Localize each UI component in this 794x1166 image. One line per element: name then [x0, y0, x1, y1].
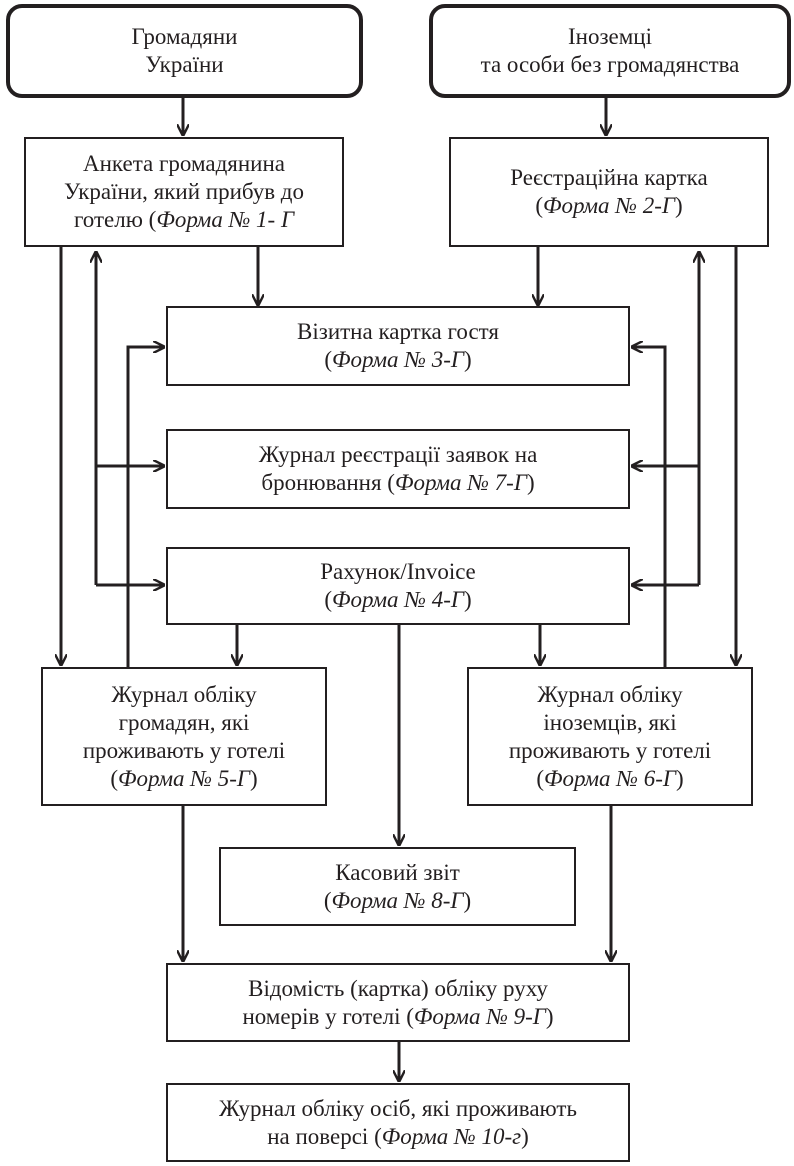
form7-form-number: Форма № 7-Г: [394, 470, 527, 495]
form8-box: Касовий звіт (Форма № 8-Г): [219, 847, 576, 926]
foreigners-line2: та особи без громадянства: [480, 52, 740, 77]
form6-line2: іноземців, які: [543, 709, 677, 735]
form7-line2: бронювання (Форма № 7-Г): [261, 469, 534, 497]
form2-box: Реєстраційна картка (Форма № 2-Г): [449, 137, 769, 247]
form8-close-paren: ): [463, 887, 472, 913]
form1-box: Анкета громадянина України, який прибув …: [24, 137, 344, 247]
form1-line3-text: готелю (: [73, 207, 157, 232]
form9-box: Відомість (картка) обліку руху номерів у…: [166, 963, 630, 1042]
form7-close-paren: ): [526, 470, 535, 495]
form7-box: Журнал реєстрації заявок на бронювання (…: [166, 429, 630, 509]
citizens-line1: Громадяни: [131, 24, 238, 49]
form6-line1: Журнал обліку: [537, 681, 683, 707]
form6-close-paren: ): [675, 765, 684, 791]
form3-box: Візитна картка гостя (Форма № 3-Г): [166, 306, 630, 386]
form6-form-number: Форма № 6-Г: [544, 765, 676, 791]
form6-line4: (Форма № 6-Г): [536, 765, 683, 793]
form4-form-number: Форма № 4-Г: [332, 587, 464, 612]
form5-form-number: Форма № 5-Г: [118, 765, 250, 791]
form6-line3: проживають у готелі: [508, 737, 712, 763]
form2-line2: (Форма № 2-Г): [535, 192, 682, 220]
foreigners-box: Іноземці та особи без громадянства: [429, 4, 791, 98]
form8-open-paren: (: [323, 887, 332, 913]
form3-line2: (Форма № 3-Г): [324, 346, 471, 374]
form9-line1: Відомість (картка) обліку руху: [248, 975, 548, 1001]
form9-line2: номерів у готелі (Форма № 9-Г): [242, 1003, 553, 1031]
form1-line3: готелю (Форма № 1- Г: [74, 206, 294, 234]
foreigners-line1: Іноземці: [567, 24, 652, 49]
form1-line1: Анкета громадянина: [82, 151, 286, 176]
form4-open-paren: (: [324, 587, 333, 612]
form5-open-paren: (: [110, 765, 119, 791]
arrow-form5-to-form3: [126, 347, 164, 668]
form2-form-number: Форма № 2-Г: [543, 193, 675, 218]
form9-close-paren: ): [545, 1003, 554, 1029]
form1-line2: України, який прибув до: [63, 179, 305, 204]
form5-line4: (Форма № 5-Г): [110, 765, 257, 793]
form4-box: Рахунок/Invoice (Форма № 4-Г): [166, 547, 630, 625]
form1-form-number: Форма № 1- Г: [156, 207, 295, 232]
form9-form-number: Форма № 9-Г: [413, 1003, 546, 1029]
form8-line2: (Форма № 8-Г): [324, 887, 471, 915]
form3-open-paren: (: [324, 347, 333, 372]
form3-form-number: Форма № 3-Г: [332, 347, 464, 372]
form2-open-paren: (: [535, 193, 544, 218]
form10-line2-text: на поверсі (: [267, 1123, 382, 1149]
form8-line1: Касовий звіт: [335, 859, 460, 885]
form10-box: Журнал обліку осіб, які проживають на по…: [166, 1083, 630, 1162]
form9-line2-text: номерів у готелі (: [242, 1003, 414, 1029]
form5-line1: Журнал обліку: [111, 681, 257, 707]
citizens-box: Громадяни України: [6, 4, 363, 98]
citizens-line2: України: [145, 52, 224, 77]
form2-line1: Реєстраційна картка: [510, 165, 708, 190]
form10-line1: Журнал обліку осіб, які проживають: [219, 1095, 577, 1121]
form5-line3: проживають у готелі: [82, 737, 286, 763]
form7-line2-text: бронювання (: [261, 470, 395, 495]
form7-line1: Журнал реєстрації заявок на: [258, 442, 538, 467]
form4-close-paren: ): [463, 587, 472, 612]
arrow-form6-to-form3: [632, 347, 667, 668]
form6-box: Журнал обліку іноземців, які проживають …: [467, 667, 753, 806]
form10-close-paren: ): [521, 1123, 529, 1149]
form10-form-number: Форма № 10-г: [381, 1123, 522, 1149]
form2-close-paren: ): [674, 193, 683, 218]
form4-line2: (Форма № 4-Г): [324, 586, 471, 614]
form5-close-paren: ): [249, 765, 258, 791]
form8-form-number: Форма № 8-Г: [331, 887, 464, 913]
form5-box: Журнал обліку громадян, які проживають у…: [41, 667, 327, 806]
form6-open-paren: (: [536, 765, 545, 791]
form10-line2: на поверсі (Форма № 10-г): [267, 1123, 529, 1151]
form3-line1: Візитна картка гостя: [297, 319, 499, 344]
form4-line1: Рахунок/Invoice: [320, 559, 476, 584]
form5-line2: громадян, які: [118, 709, 250, 735]
form3-close-paren: ): [463, 347, 472, 372]
